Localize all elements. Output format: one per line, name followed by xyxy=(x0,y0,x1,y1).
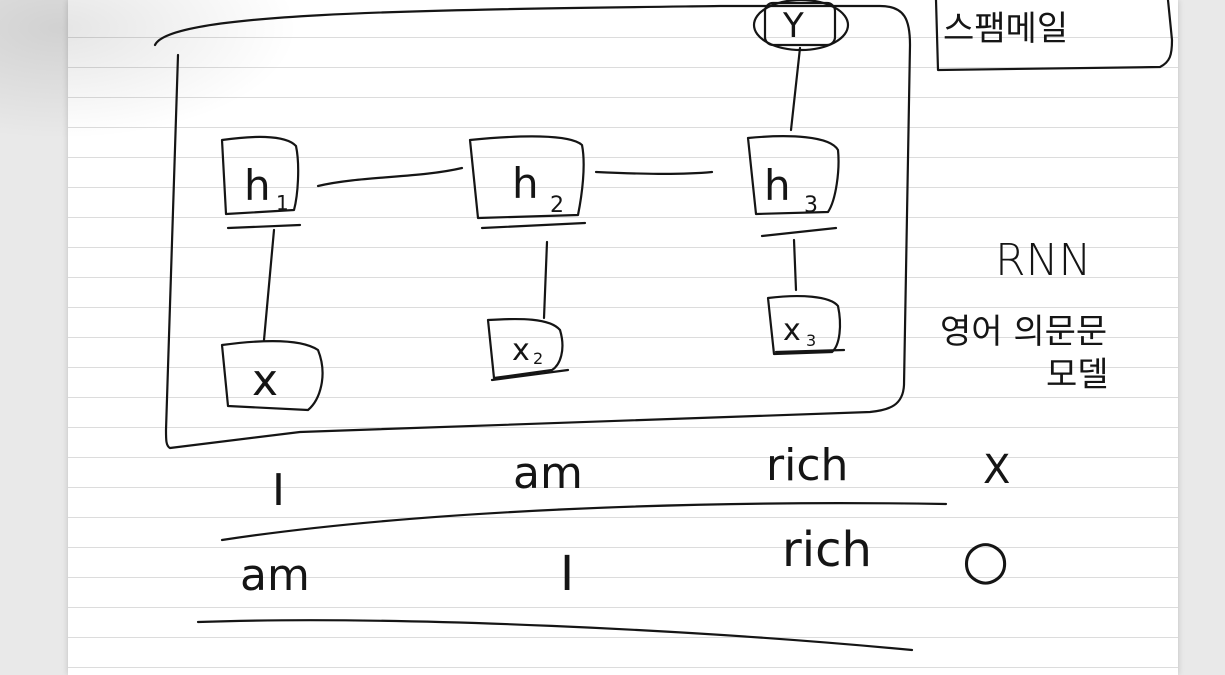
hidden-node-1-label: h xyxy=(244,161,271,210)
sentence-1-word-2: am xyxy=(513,448,583,499)
sentence-2-word-3: rich xyxy=(782,522,872,578)
input-node-3-sub: 3 xyxy=(806,331,816,350)
h2-h3-connection xyxy=(594,170,714,175)
h3-to-output-line xyxy=(789,46,802,132)
sentence-2-underline xyxy=(196,619,914,652)
input-node-2-sub: 2 xyxy=(533,349,543,368)
x3-to-h3-line xyxy=(792,238,798,292)
rnn-title: RNN xyxy=(995,235,1091,286)
spam-label: 스팸메일 xyxy=(943,9,1068,49)
output-label: Y xyxy=(782,6,804,46)
x2-to-h2-line xyxy=(542,240,549,320)
hidden-node-2-label: h xyxy=(512,159,539,208)
sentence-1-underline xyxy=(220,502,948,542)
spam-box xyxy=(934,0,1174,72)
h1-h2-connection xyxy=(316,166,464,188)
sentence-2-mark: ○ xyxy=(962,528,1009,591)
output-box xyxy=(763,1,837,47)
input-node-2-label: x xyxy=(512,333,530,368)
hidden-node-2-sub: 2 xyxy=(550,193,564,218)
rnn-note-line2: 모델 xyxy=(1046,355,1109,395)
rnn-frame xyxy=(153,4,912,450)
input-node-1: x xyxy=(220,339,324,412)
sentence-2: am I rich ○ xyxy=(196,522,1009,652)
input-node-3-label: x xyxy=(783,313,801,348)
hidden-node-3-sub: 3 xyxy=(804,193,818,218)
output-node xyxy=(752,0,850,52)
sentence-1: I am rich X xyxy=(220,440,1010,542)
hidden-node-1-sub: 1 xyxy=(276,191,289,215)
sentence-2-word-1: am xyxy=(240,550,310,601)
rnn-note-line1: 영어 의문문 xyxy=(940,312,1107,352)
hidden-node-1: h 1 xyxy=(220,135,302,230)
input-node-3: x 3 xyxy=(766,294,846,356)
sentence-1-word-3: rich xyxy=(766,440,848,491)
notebook-page xyxy=(68,0,1178,675)
sentence-1-mark: X xyxy=(983,447,1010,493)
sentence-1-word-1: I xyxy=(272,465,285,516)
hidden-node-3-label: h xyxy=(764,161,791,210)
hidden-node-2: h 2 xyxy=(468,135,587,230)
sentence-2-word-2: I xyxy=(560,546,574,602)
hidden-node-3: h 3 xyxy=(746,135,840,238)
x1-to-h1-line xyxy=(262,228,276,342)
input-node-2: x 2 xyxy=(486,317,570,382)
input-node-1-label: x xyxy=(252,355,278,406)
